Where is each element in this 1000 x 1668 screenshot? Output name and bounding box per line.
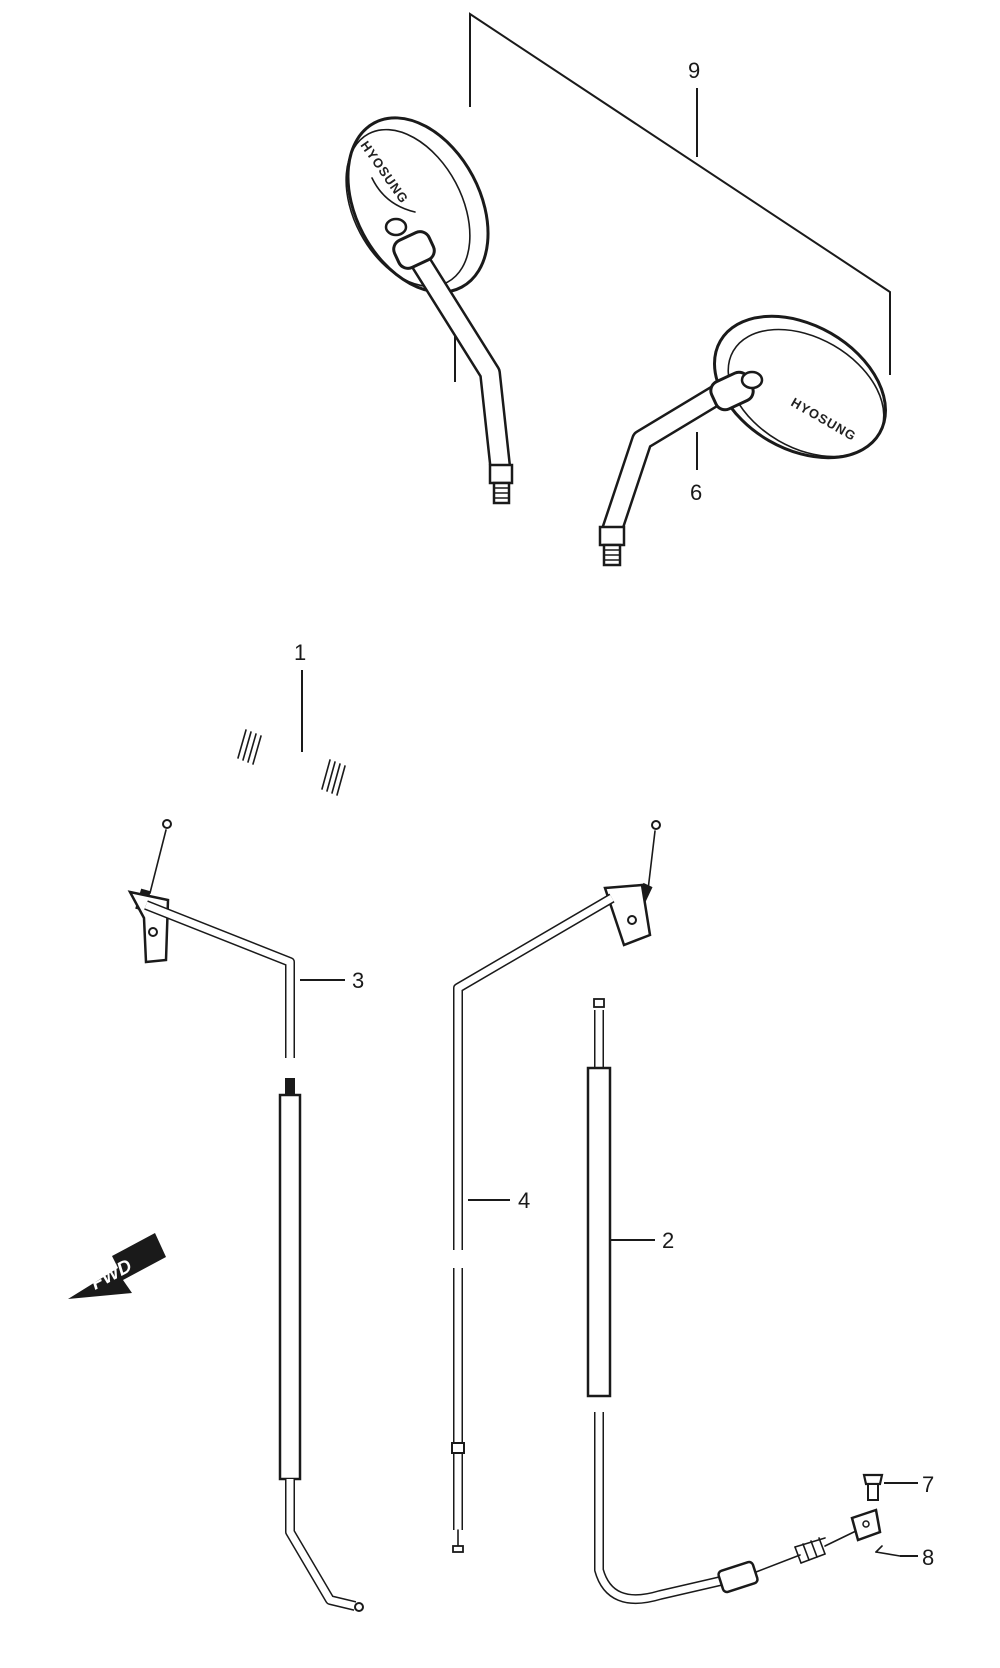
cable-4 [451,820,661,1553]
callout-7: 7 [922,1472,934,1497]
callout-4: 4 [518,1188,530,1213]
callout-9: 9 [688,58,700,83]
knurl-right [321,759,346,796]
callout-6: 6 [690,480,702,505]
right-mirror: HYOSUNG [598,314,887,567]
cable-2 [586,998,882,1605]
knurl-left [237,729,262,765]
pin [875,1545,918,1557]
handlebar [157,401,661,796]
callout-2: 2 [662,1228,674,1253]
bolt [862,1473,918,1501]
cable-3 [127,819,364,1612]
callout-3: 3 [352,968,364,993]
callout-1: 1 [294,640,306,665]
mirror-set-bracket [469,12,891,375]
right-mirror-brand: HYOSUNG [789,395,859,444]
fwd-arrow: FWD [68,1233,166,1299]
cable-2-spring [794,1537,826,1564]
callout-8: 8 [922,1545,934,1570]
left-mirror: HYOSUNG [345,116,514,505]
